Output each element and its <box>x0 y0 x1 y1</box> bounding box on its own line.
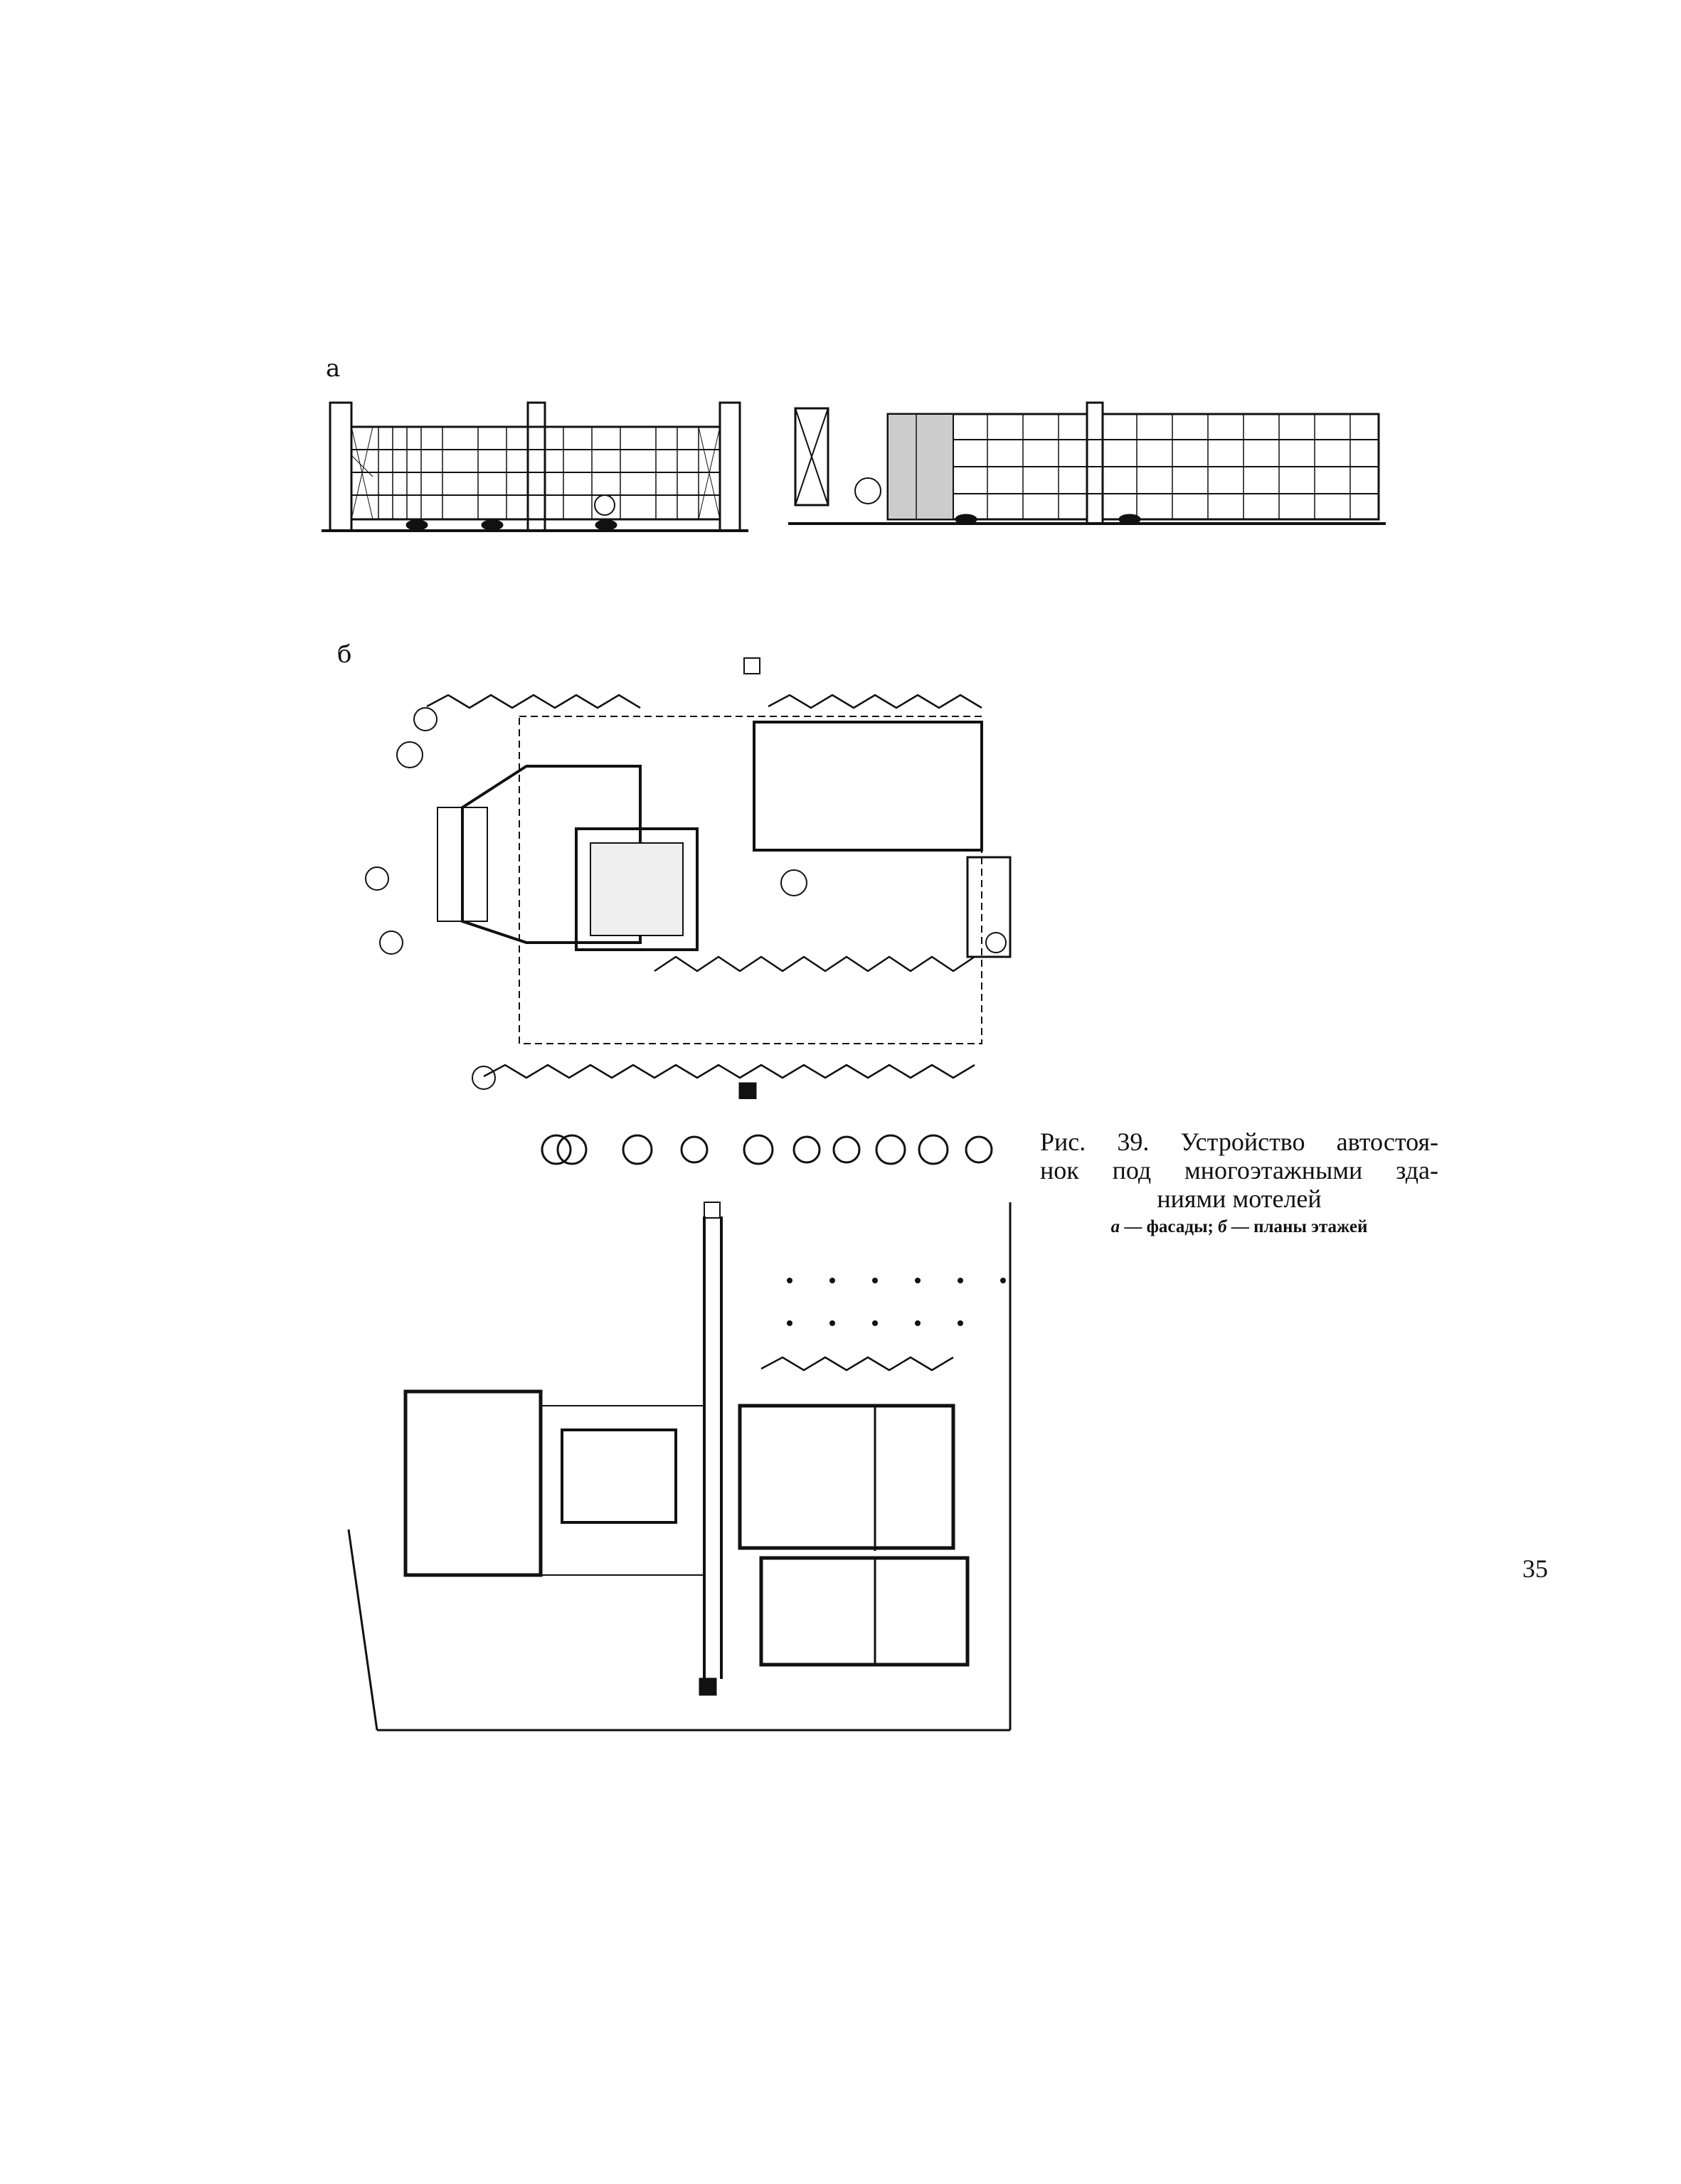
legend-text-a: — фасады; <box>1120 1217 1219 1236</box>
trees-row <box>526 1124 1010 1174</box>
caption-line-3: ниями мотелей <box>1157 1184 1322 1213</box>
figure-caption: Рис. 39. Устройство автостоя- нок под мн… <box>1040 1128 1438 1237</box>
legend-text-b: — планы этажей <box>1226 1217 1368 1236</box>
caption-legend: а — фасады; б — планы этажей <box>1040 1217 1438 1237</box>
facade-left-drawing <box>322 398 748 541</box>
lower-floor-plan <box>334 1195 1032 1736</box>
caption-title: Рис. 39. Устройство автостоя- нок под мн… <box>1040 1128 1438 1213</box>
legend-key-a: а <box>1110 1217 1120 1236</box>
facade-right-drawing <box>788 398 1386 541</box>
upper-floor-plan <box>341 644 1039 1099</box>
figure-label-b: б <box>337 640 352 669</box>
figure-label-a: а <box>326 354 341 383</box>
caption-line-2: нок под многоэтажными зда- <box>1040 1156 1438 1184</box>
caption-line-1: Рис. 39. Устройство автостоя- <box>1040 1128 1438 1156</box>
legend-key-b: б <box>1218 1217 1227 1236</box>
page-number: 35 <box>1522 1554 1548 1583</box>
